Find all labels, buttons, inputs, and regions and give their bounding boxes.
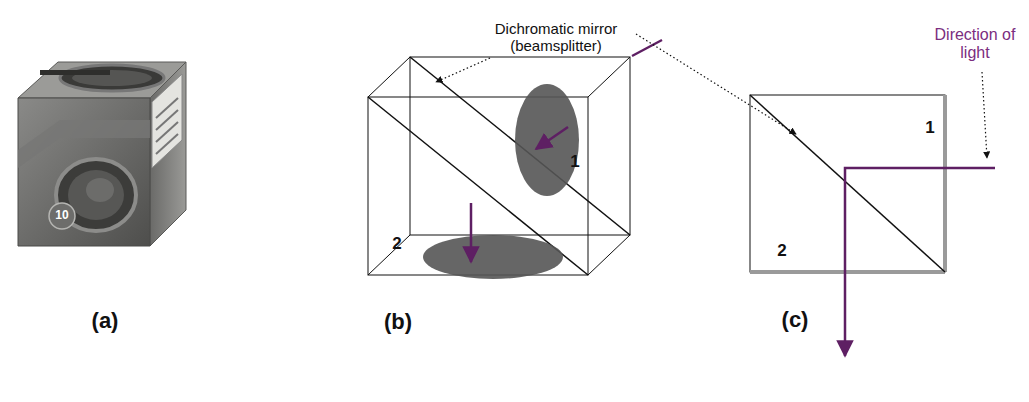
mirror-label: Dichromatic mirror (beamsplitter) (481, 20, 631, 55)
panel-label: (b) (384, 309, 412, 334)
panel-label: (a) (92, 308, 119, 333)
cube-section (750, 95, 945, 272)
part-number: 10 (55, 209, 68, 223)
light-arrow (470, 203, 473, 262)
light-arrow (536, 127, 568, 149)
callout-number: 1 (570, 152, 579, 172)
leader-line (436, 58, 490, 82)
leader-line (982, 72, 987, 158)
port-2-ellipse (423, 235, 563, 279)
port-1-ellipse (515, 84, 579, 196)
light-path (845, 168, 995, 356)
callout-number: 1 (925, 118, 934, 138)
light-label: Direction of light (925, 26, 1025, 63)
light-ray (632, 40, 662, 56)
callout-number: 2 (777, 241, 786, 261)
leader-line (636, 34, 796, 134)
panel-label: (c) (782, 307, 809, 332)
filter-cube-photo (18, 62, 186, 246)
callout-number: 2 (392, 234, 401, 254)
